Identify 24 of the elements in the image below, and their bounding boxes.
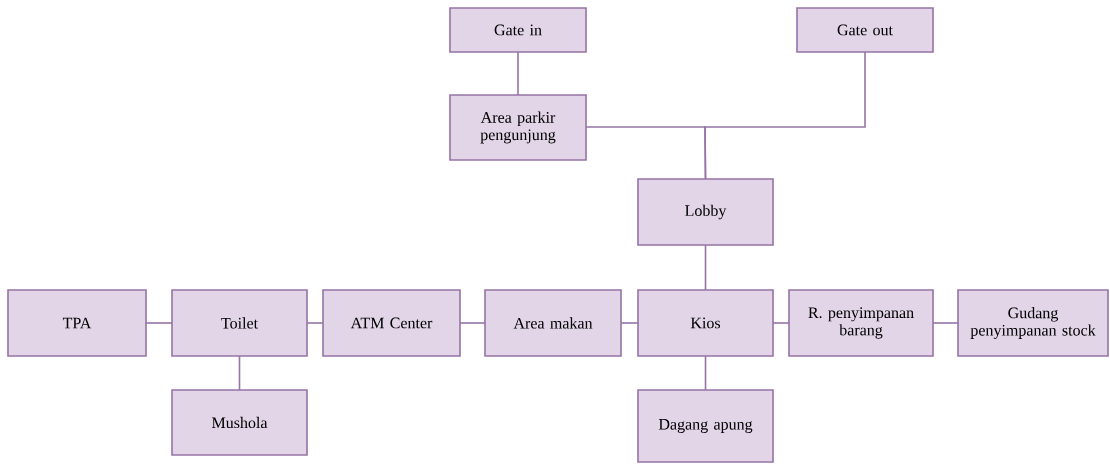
area-box: Gate in (449, 7, 587, 53)
area-box: Area parkir pengunjung (449, 94, 587, 161)
area-box: Mushola (171, 389, 308, 456)
connector-line (704, 51, 866, 180)
area-box: TPA (7, 289, 147, 357)
area-box: Dagang apung (637, 389, 774, 463)
area-box: Gudang penyimpanan stock (957, 289, 1109, 357)
area-box: Kios (637, 289, 774, 357)
connector-line (238, 355, 241, 391)
area-box: R. penyimpanan barang (788, 289, 934, 357)
connector-line (932, 322, 959, 324)
area-box: Toilet (171, 289, 308, 357)
connector-line (145, 322, 173, 324)
connector-line (459, 322, 486, 324)
area-box: Area makan (484, 289, 622, 357)
connector-line (306, 322, 324, 324)
connector-line (772, 322, 790, 324)
connector-line (517, 51, 519, 96)
area-box: Lobby (637, 178, 774, 246)
connector-line (620, 322, 639, 324)
connector-line (704, 244, 707, 291)
area-box: ATM Center (322, 289, 461, 357)
area-box: Gate out (796, 7, 934, 53)
connector-line (704, 355, 707, 391)
